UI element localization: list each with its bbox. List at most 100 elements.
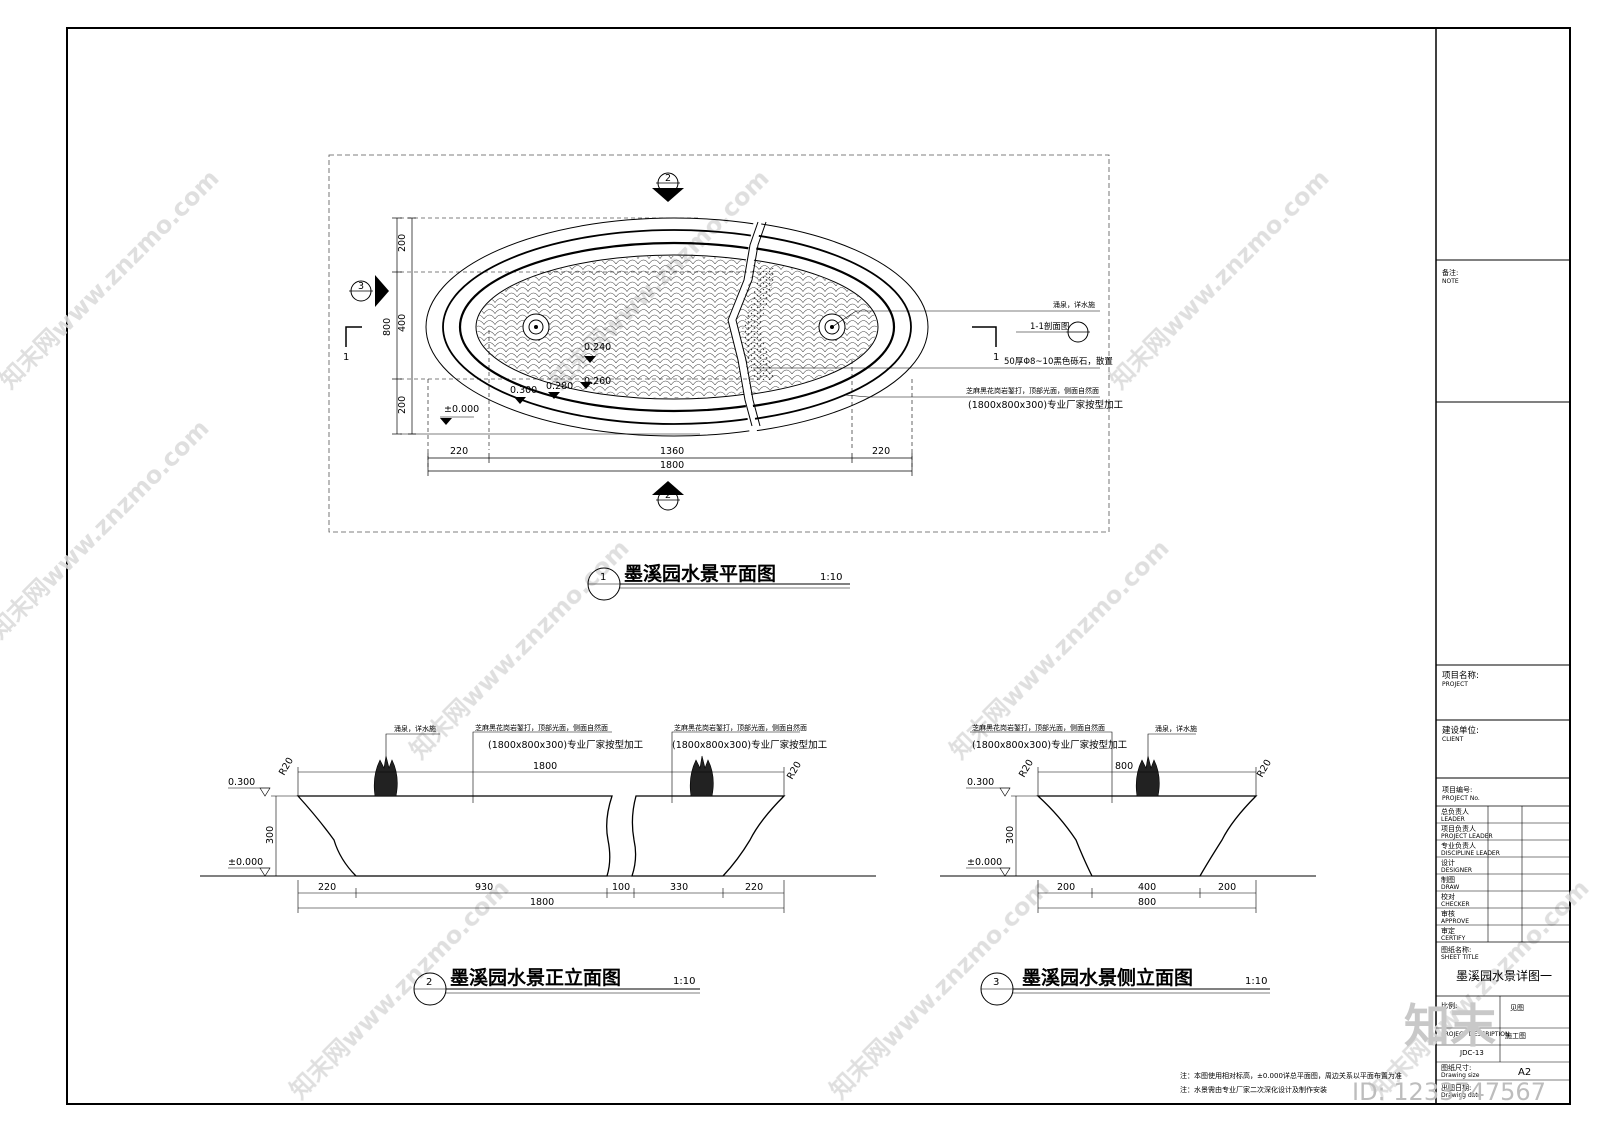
plan-callout-gravel: 50厚Φ8~10黑色砾石，散置	[1004, 356, 1113, 367]
side-height-dim: 300	[1005, 826, 1016, 844]
plan-extent-dashed	[328, 154, 1110, 533]
plan-title-block	[587, 567, 850, 601]
side-dim-total: 800	[1138, 897, 1156, 908]
tb-project-cn: 项目名称:	[1442, 670, 1479, 681]
side-r-left: R20	[1017, 758, 1036, 780]
front-title-block	[413, 972, 700, 1006]
tb-sheet-title-cn: 图纸名称:	[1441, 945, 1471, 954]
plan-horizontal-dims	[427, 453, 913, 476]
break-line-left	[727, 221, 759, 427]
plan-dim-v-1: 200	[397, 234, 408, 252]
plan-callout-section: 1-1剖面图	[1030, 321, 1069, 332]
section-label-2-bottom: 2	[665, 490, 671, 501]
tb-drawing-no: JDC-13	[1459, 1049, 1484, 1057]
watermark-text: 知末网www.znzmo.com	[1364, 874, 1594, 1104]
plan-elev-markers	[440, 356, 596, 425]
front-dim-1: 220	[318, 882, 336, 893]
tb-date-cn: 出图日期:	[1441, 1083, 1471, 1092]
watermark-text: 知末网www.znzmo.com	[0, 414, 215, 644]
tb-scale-val: 见图	[1510, 1004, 1524, 1012]
plan-dim-h-2: 1360	[660, 446, 684, 457]
front-elevation: 1800 R20 R20 300 0.300 ±0.000 220 930	[200, 723, 876, 1006]
front-callout-stone-1: 芝麻黑花岗岩錾打，顶部光面，侧面自然面	[475, 723, 608, 732]
tb-note-en: NOTE	[1442, 278, 1459, 285]
tb-date-en: Drawing date	[1441, 1092, 1482, 1099]
break-line-right	[735, 221, 767, 427]
side-dim-3: 200	[1218, 882, 1236, 893]
plan-callout-size: (1800x800x300)专业厂家按型加工	[968, 399, 1124, 411]
side-callout-size: (1800x800x300)专业厂家按型加工	[972, 739, 1128, 751]
plan-dim-h-3: 220	[872, 446, 890, 457]
front-title-index: 2	[426, 977, 432, 988]
side-callout-stone: 芝麻黑花岗岩錾打，顶部光面，侧面自然面	[972, 723, 1105, 732]
tb-sheet-title-en: SHEET TITLE	[1441, 954, 1479, 961]
side-fountain	[1135, 755, 1160, 797]
plan-title-index: 1	[600, 572, 606, 583]
tb-client-en: CLIENT	[1442, 736, 1464, 743]
tb-project-en: PROJECT	[1442, 681, 1468, 688]
plan-vertical-dims	[392, 217, 416, 435]
side-scale: 1:10	[1245, 976, 1267, 987]
section-marker-3-left	[349, 275, 389, 307]
tb-size-en: Drawing size	[1441, 1072, 1480, 1079]
tb-size-val: A2	[1518, 1067, 1531, 1078]
tb-note-cn: 备注:	[1442, 268, 1458, 277]
tb-scale-cn: 比例:	[1441, 1001, 1457, 1010]
tb-desc-val: 施工图	[1505, 1031, 1526, 1040]
plan-view: 200 400 200 800 220 1360 220 1800 0.240 …	[328, 154, 1124, 601]
plan-dim-v-total: 800	[382, 318, 393, 336]
side-elevation: 800 R20 R20 300 0.300 ±0.000 200 400 200…	[940, 723, 1316, 1006]
plan-elev-0240: 0.240	[584, 342, 611, 353]
tb-role-en: DESIGNER	[1441, 867, 1472, 874]
front-callout-fountain: 涌泉，详水施	[394, 724, 436, 733]
plan-elev-0000: ±0.000	[444, 404, 479, 415]
plan-leaders	[753, 310, 1100, 398]
section-marker-2-top	[652, 172, 684, 202]
watermark-id: ID: 1233747567	[1352, 1078, 1546, 1106]
front-callout-stone-2: 芝麻黑花岗岩錾打，顶部光面，侧面自然面	[674, 723, 807, 732]
tb-role-cn: 审定	[1441, 926, 1455, 935]
section-cut-1-right	[972, 326, 997, 347]
front-dim-5: 220	[745, 882, 763, 893]
watermark-logo: 知末	[1404, 999, 1496, 1053]
plan-title: 墨溪园水景平面图	[624, 563, 776, 585]
tb-role-en: CHECKER	[1441, 901, 1470, 908]
plan-elev-0280: 0.280	[546, 381, 573, 392]
sheet-frame	[66, 27, 1571, 1105]
side-title: 墨溪园水景侧立面图	[1022, 966, 1193, 989]
front-r-right: R20	[785, 760, 804, 782]
section-label-3-left: 3	[358, 281, 364, 292]
front-r-left: R20	[277, 756, 296, 778]
watermark-text: 知末网www.znzmo.com	[0, 164, 225, 394]
side-stone	[1036, 795, 1258, 877]
fountain-jet-left	[522, 313, 550, 341]
plan-dim-v-2: 400	[397, 314, 408, 332]
section-ref-symbol	[1066, 321, 1090, 343]
tb-role-cn: 专业负责人	[1441, 841, 1476, 850]
general-note-1: 注：本图使用相对标高，±0.000详总平面图，周边关系以平面布置为准	[1180, 1071, 1402, 1080]
tb-projno-cn: 项目编号:	[1442, 785, 1472, 794]
plan-dim-h-total: 1800	[660, 460, 684, 471]
tb-roles: 总负责人 LEADER 项目负责人 PROJECT LEADER 专业负责人 D…	[1441, 807, 1500, 942]
plan-dim-v-3: 200	[397, 396, 408, 414]
side-top-dim: 800	[1115, 761, 1133, 772]
side-callout-fountain: 涌泉，详水施	[1155, 724, 1197, 733]
watermark-text: 知末网www.znzmo.com	[1104, 164, 1334, 394]
tb-role-cn: 制图	[1441, 875, 1455, 884]
tb-role-en: APPROVE	[1441, 918, 1469, 925]
front-dim-4: 330	[670, 882, 688, 893]
tb-role-cn: 审核	[1441, 909, 1455, 918]
plan-elev-0300: 0.300	[510, 385, 537, 396]
front-dim-3: 100	[612, 882, 630, 893]
general-note-2: 注：水景需由专业厂家二次深化设计及制作安装	[1180, 1085, 1327, 1094]
tb-projno-en: PROJECT No.	[1442, 795, 1480, 802]
plan-scale: 1:10	[820, 572, 842, 583]
side-elev-0300: 0.300	[967, 777, 994, 788]
side-dim-1: 200	[1057, 882, 1075, 893]
plan-callout-fountain: 涌泉，详水施	[1053, 300, 1095, 309]
front-title: 墨溪园水景正立面图	[450, 966, 621, 989]
front-height-dim: 300	[265, 826, 276, 844]
tb-client-cn: 建设单位:	[1442, 725, 1479, 736]
front-fountain-left	[373, 755, 398, 797]
front-top-dim: 1800	[533, 761, 557, 772]
